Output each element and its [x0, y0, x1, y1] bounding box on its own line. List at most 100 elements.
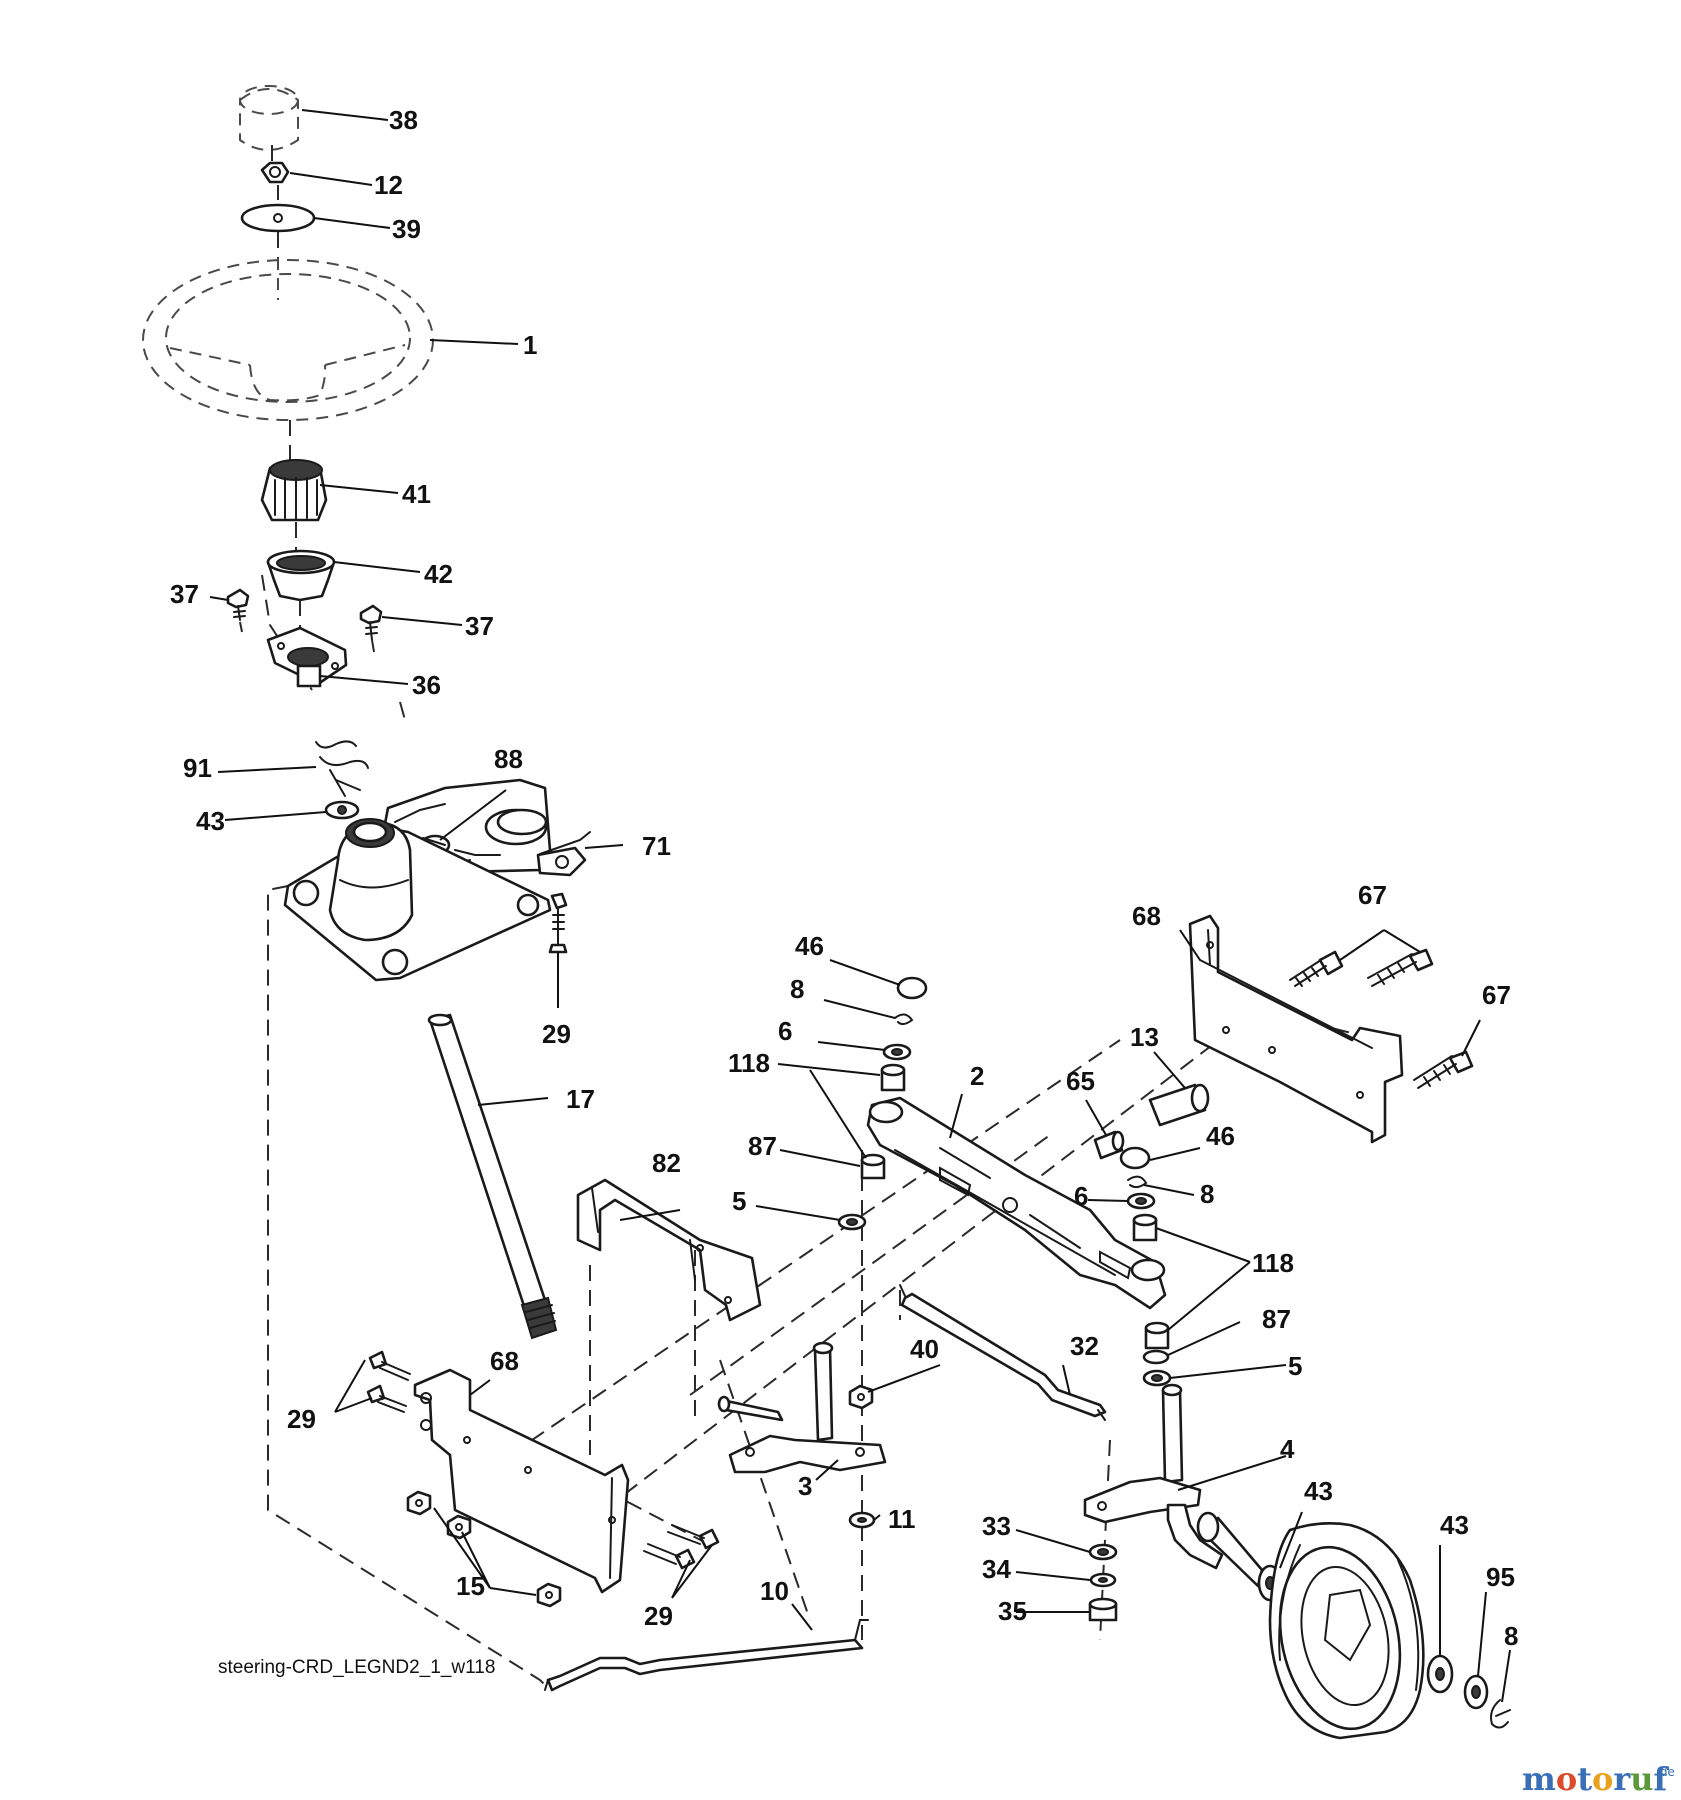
steering-arm-3 [717, 1341, 887, 1474]
callout-39: 39 [392, 214, 421, 244]
washer-5-left [837, 1213, 867, 1231]
washer-5-right [1142, 1369, 1172, 1387]
washer-95 [1463, 1674, 1489, 1710]
clip-8-wheel [1490, 1699, 1511, 1729]
washer-39 [240, 203, 316, 233]
watermark-text: motoruf [1522, 1760, 1669, 1798]
callout-43-upper: 43 [196, 806, 225, 836]
callout-17: 17 [566, 1084, 595, 1114]
callout-15: 15 [456, 1571, 485, 1601]
washer-33 [1088, 1543, 1118, 1561]
bellows-42 [266, 549, 336, 602]
callout-91: 91 [183, 753, 212, 783]
leader-lines [209, 109, 1511, 1703]
callout-68-right: 68 [1132, 901, 1161, 931]
callout-5-right: 5 [1288, 1351, 1302, 1381]
callout-36: 36 [412, 670, 441, 700]
bolt-67-a [1289, 950, 1344, 987]
adapter-41 [260, 459, 328, 522]
bolt-37-left [226, 588, 250, 621]
steering-cap-38 [239, 85, 299, 151]
callout-38: 38 [389, 105, 418, 135]
bolt-37-left-axis [239, 621, 243, 633]
bushing-118-left-top [880, 1063, 906, 1092]
callout-33: 33 [982, 1511, 1011, 1541]
bolt-37-right [359, 604, 383, 641]
steering-wheel-1 [142, 258, 434, 421]
callout-2: 2 [970, 1061, 984, 1091]
callout-71: 71 [642, 831, 671, 861]
bracket-68-left [413, 1368, 630, 1594]
callout-65: 65 [1066, 1066, 1095, 1096]
cap-46-left [896, 976, 928, 1000]
steering-shaft-17 [427, 1013, 558, 1340]
bracket-68-right [1188, 914, 1404, 1144]
bolt-29-lower-a [667, 1524, 720, 1550]
callout-118-right: 118 [1252, 1248, 1294, 1278]
nut-12 [260, 161, 290, 184]
bolt-29-gear [548, 892, 568, 954]
washer-6-left [882, 1043, 912, 1061]
callout-40: 40 [910, 1334, 939, 1364]
washer-34 [1089, 1572, 1117, 1588]
callout-10: 10 [760, 1576, 789, 1606]
bolt-29-lower-b [643, 1543, 696, 1570]
callout-87-left: 87 [748, 1131, 777, 1161]
clip-8-left [894, 1013, 914, 1026]
bolt-67-b [1367, 948, 1434, 987]
front-wheel [1268, 1522, 1425, 1740]
callout-29-lower: 29 [644, 1601, 673, 1631]
motoruf-watermark: motoruf .de [1522, 1760, 1675, 1798]
callout-11: 11 [888, 1504, 916, 1534]
callout-34: 34 [982, 1554, 1011, 1584]
front-axle-2 [866, 1096, 1167, 1310]
callout-29-gear: 29 [542, 1019, 571, 1049]
callout-43-wheel: 43 [1440, 1510, 1469, 1540]
flange-bearing-36 [266, 626, 348, 688]
tie-rod-10 [544, 1619, 869, 1692]
callout-95: 95 [1486, 1562, 1515, 1592]
callout-82: 82 [652, 1148, 681, 1178]
callout-67-right: 67 [1482, 980, 1511, 1010]
callout-5-left: 5 [732, 1186, 746, 1216]
clip-91 [315, 740, 369, 797]
callout-46-right: 46 [1206, 1121, 1235, 1151]
callout-37-left: 37 [170, 579, 199, 609]
nut-15-c [536, 1582, 562, 1608]
callout-37-right: 37 [465, 611, 494, 641]
bolt-29-left-a [368, 1350, 411, 1381]
callout-13: 13 [1130, 1022, 1159, 1052]
watermark-suffix: .de [1656, 1765, 1675, 1779]
drag-link-32 [899, 1284, 1107, 1421]
assembly-guide-lines [261, 574, 1381, 1689]
clip-8-right [1127, 1175, 1148, 1189]
callout-118-left: 118 [728, 1048, 770, 1078]
washer-43-wheel [1426, 1654, 1454, 1694]
callout-1: 1 [523, 330, 537, 360]
callout-35: 35 [998, 1596, 1027, 1626]
callout-6-left: 6 [778, 1016, 792, 1046]
spacer-13 [1148, 1083, 1210, 1127]
callout-6-right: 6 [1074, 1181, 1088, 1211]
callout-88: 88 [494, 744, 523, 774]
callout-8-wheel: 8 [1504, 1621, 1518, 1651]
nut-15-b [446, 1514, 472, 1540]
bushing-118-right-top [1132, 1213, 1158, 1242]
bolt-37-right-axis [371, 639, 375, 653]
callout-8-left: 8 [790, 974, 804, 1004]
callout-67-top: 67 [1358, 880, 1387, 910]
bolt-29-left-b [366, 1384, 407, 1413]
nut-15-a [406, 1490, 432, 1516]
callout-8-right: 8 [1200, 1179, 1214, 1209]
callout-32: 32 [1070, 1331, 1099, 1361]
washer-11 [848, 1511, 876, 1529]
bushing-87-right [1142, 1349, 1170, 1365]
callout-41: 41 [402, 479, 431, 509]
spacer-65 [1093, 1130, 1125, 1160]
nut-40 [848, 1384, 874, 1410]
mounting-plate-gear [283, 818, 552, 982]
callout-29-left: 29 [287, 1404, 316, 1434]
callout-42: 42 [424, 559, 453, 589]
spindle-4 [1083, 1383, 1264, 1588]
